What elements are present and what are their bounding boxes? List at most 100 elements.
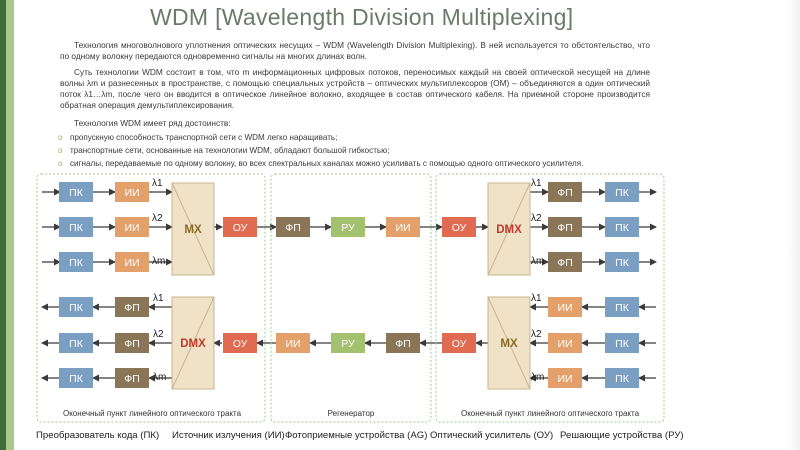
wavelength-label: λ2 <box>152 213 163 224</box>
block-fp: ФП <box>548 182 582 202</box>
block-ii: ИИ <box>548 297 582 317</box>
block-pk: ПК <box>605 182 639 202</box>
block-fp: ФП <box>276 217 310 237</box>
mx-label: MX <box>184 224 202 236</box>
dmx-label: DMX <box>180 338 206 350</box>
demultiplexer: DMX <box>487 182 531 276</box>
block-ii: ИИ <box>548 368 582 388</box>
section-border <box>36 173 266 423</box>
block-pk: ПК <box>59 368 93 388</box>
dmx-label: DMX <box>496 224 522 236</box>
advantages-heading: Технология WDM имеет ряд достоинств: <box>74 118 231 128</box>
block-pk: ПК <box>605 217 639 237</box>
wavelength-label: λ1 <box>531 178 542 189</box>
block-fp-label: ФП <box>124 302 140 314</box>
advantage-item: o транспортные сети, основанные на техно… <box>58 145 650 156</box>
block-ii: ИИ <box>548 333 582 353</box>
block-fp-label: ФП <box>124 338 140 350</box>
demultiplexer: DMX <box>171 296 215 390</box>
legend-item: Решающие устройства (РУ) <box>560 430 684 441</box>
block-pk-shape <box>605 333 639 353</box>
signal-lines <box>41 188 657 382</box>
block-ii-shape <box>548 333 582 353</box>
block-pk-shape <box>59 217 93 237</box>
block-fp: ФП <box>548 217 582 237</box>
legend-item: Оптический усилитель (ОУ) <box>430 430 554 441</box>
advantage-text: пропускную способность транспортной сети… <box>70 133 338 142</box>
block-pk: ПК <box>59 297 93 317</box>
block-pk: ПК <box>59 182 93 202</box>
block-fp-shape <box>548 182 582 202</box>
block-ii-shape <box>276 333 310 353</box>
block-ou-label: ОУ <box>452 338 467 350</box>
block-pk: ПК <box>59 252 93 272</box>
block-ii-label: ИИ <box>557 338 572 350</box>
section-label: Оконечный пункт линейного оптического тр… <box>63 409 242 418</box>
block-fp: ФП <box>548 252 582 272</box>
block-ii-label: ИИ <box>285 338 300 350</box>
mux-diagonal <box>171 296 215 390</box>
block-pk-label: ПК <box>615 338 630 350</box>
block-ru-shape <box>331 333 365 353</box>
legend-item: Фотоприемные устройства (AG) <box>285 430 428 441</box>
block-pk-label: ПК <box>615 302 630 314</box>
block-pk: ПК <box>59 333 93 353</box>
wavelength-label: λm <box>531 372 544 383</box>
block-pk-label: ПК <box>69 302 84 314</box>
block-ii: ИИ <box>276 333 310 353</box>
block-ru-shape <box>331 217 365 237</box>
block-fp-label: ФП <box>557 187 573 199</box>
wavelength-label: λm <box>152 256 165 267</box>
block-pk-shape <box>605 368 639 388</box>
block-ru: РУ <box>331 333 365 353</box>
bullet-icon: o <box>58 146 63 155</box>
diagram-nodes: Оконечный пункт линейного оптического тр… <box>36 173 665 423</box>
block-ou: ОУ <box>442 333 476 353</box>
legend-item: Источник излучения (ИИ) <box>172 430 285 441</box>
section-middle: Регенератор <box>270 173 432 423</box>
block-fp-shape <box>115 297 149 317</box>
block-fp-shape <box>115 333 149 353</box>
block-ii: ИИ <box>386 217 420 237</box>
block-ou: ОУ <box>442 217 476 237</box>
block-ou-label: ОУ <box>233 222 248 234</box>
block-ii-shape <box>115 252 149 272</box>
block-ou-shape <box>223 333 257 353</box>
block-fp: ФП <box>115 368 149 388</box>
block-fp-shape <box>386 333 420 353</box>
block-ou-shape <box>442 217 476 237</box>
block-ou-label: ОУ <box>452 222 467 234</box>
wavelength-label: λ1 <box>152 178 163 189</box>
mux-diagonal <box>487 296 531 390</box>
block-ii: ИИ <box>115 182 149 202</box>
block-ii-shape <box>548 368 582 388</box>
block-pk-label: ПК <box>615 257 630 269</box>
block-pk-label: ПК <box>69 257 84 269</box>
block-pk-label: ПК <box>615 373 630 385</box>
mx-label: MX <box>500 338 518 350</box>
block-ii: ИИ <box>115 252 149 272</box>
block-fp-label: ФП <box>124 373 140 385</box>
block-pk: ПК <box>59 217 93 237</box>
block-fp-shape <box>548 252 582 272</box>
multiplexer: MX <box>171 182 215 276</box>
block-pk-shape <box>605 252 639 272</box>
block-ou-label: ОУ <box>233 338 248 350</box>
section-label: Регенератор <box>328 409 375 418</box>
section-right: Оконечный пункт линейного оптического тр… <box>435 173 665 423</box>
wavelength-label: λ2 <box>531 213 542 224</box>
wavelength-label: λm <box>531 256 544 267</box>
wavelength-label: λm <box>153 372 166 383</box>
block-ii-label: ИИ <box>557 302 572 314</box>
block-fp-shape <box>548 217 582 237</box>
section-label: Оконечный пункт линейного оптического тр… <box>461 409 640 418</box>
block-pk-shape <box>605 297 639 317</box>
block-fp: ФП <box>386 333 420 353</box>
essence-paragraph: Суть технологии WDM состоит в том, что m… <box>60 67 650 110</box>
advantage-item: o сигналы, передаваемые по одному волокн… <box>58 158 650 169</box>
block-pk-label: ПК <box>615 187 630 199</box>
left-accent-stripe-light <box>6 0 14 450</box>
multiplexer: MX <box>487 296 531 390</box>
block-pk: ПК <box>605 333 639 353</box>
block-ii-label: ИИ <box>124 187 139 199</box>
